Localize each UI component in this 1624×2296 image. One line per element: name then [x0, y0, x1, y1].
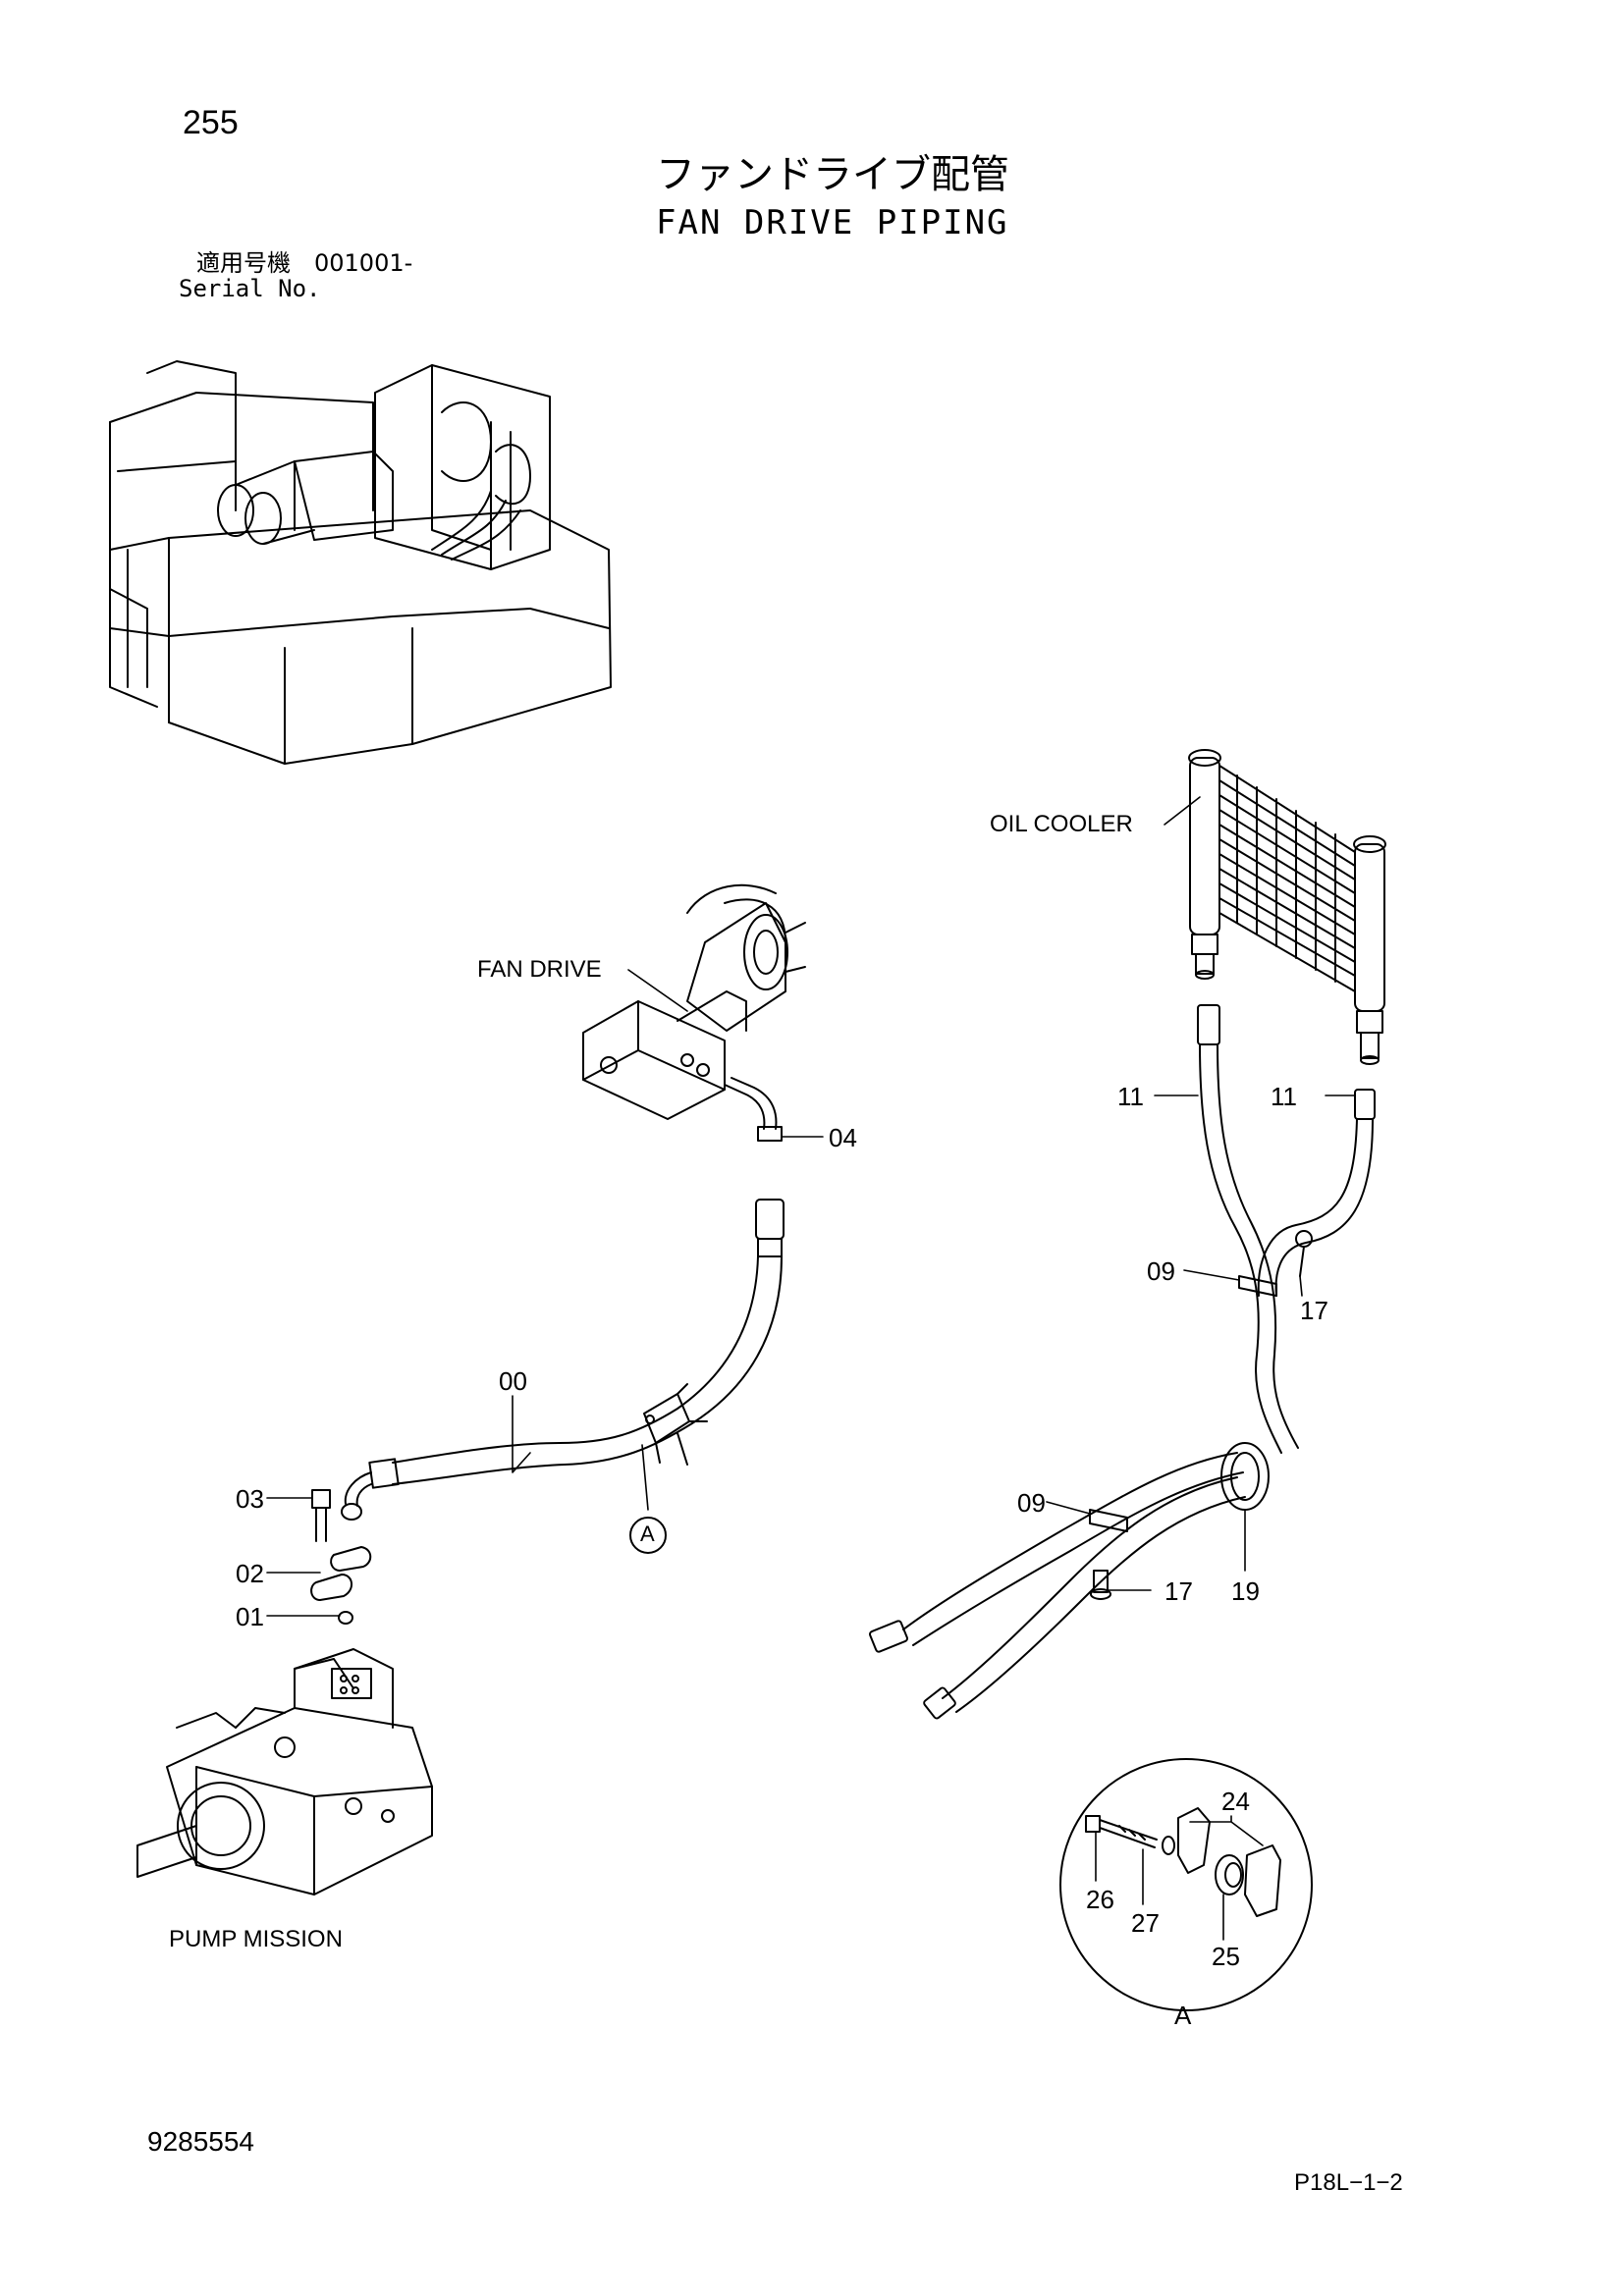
- oil-cooler-label: OIL COOLER: [990, 811, 1133, 837]
- detail-a-label: A: [1174, 2001, 1192, 2030]
- document-number: 9285554: [147, 2126, 255, 2157]
- detail-a-drawing: [1059, 1758, 1313, 2011]
- callout-09-upper: 09: [1147, 1256, 1175, 1286]
- sheet-code: P18L−1−2: [1294, 2169, 1403, 2196]
- page-title-japanese: ファンドライブ配管: [656, 152, 1009, 197]
- serial-number-label: Serial No.: [179, 275, 321, 302]
- callout-26: 26: [1086, 1885, 1114, 1914]
- fan-drive-label: FAN DRIVE: [477, 956, 602, 983]
- callout-11-left: 11: [1117, 1082, 1144, 1111]
- page-title: FAN DRIVE PIPING: [656, 203, 1009, 242]
- pump-mission-drawing: [136, 1648, 433, 1896]
- hose-00-drawing: [341, 1199, 785, 1521]
- callout-27: 27: [1131, 1908, 1160, 1938]
- callout-17-lower: 17: [1164, 1576, 1193, 1606]
- callout-01: 01: [236, 1602, 264, 1631]
- view-a-marker: [629, 1517, 667, 1554]
- callout-02: 02: [236, 1559, 264, 1588]
- callout-09-lower: 09: [1017, 1488, 1046, 1518]
- serial-applicability-japanese: 適用号機 001001-: [196, 249, 413, 277]
- leader-lines: [266, 796, 1356, 1941]
- callout-03: 03: [236, 1484, 264, 1514]
- page-number: 255: [183, 104, 239, 141]
- hoses-11-19-drawing: [869, 1004, 1376, 1720]
- oil-cooler-drawing: [1188, 749, 1386, 1065]
- view-a-marker-label: A: [640, 1522, 655, 1546]
- machine-overview-drawing: [109, 360, 612, 765]
- flange-parts-drawing: [310, 1489, 372, 1625]
- callout-25: 25: [1212, 1942, 1240, 1971]
- callout-19: 19: [1231, 1576, 1260, 1606]
- callout-17-upper: 17: [1300, 1296, 1328, 1325]
- fan-drive-drawing: [582, 883, 806, 1142]
- callout-00: 00: [499, 1366, 527, 1396]
- callout-11-right: 11: [1271, 1082, 1297, 1111]
- callout-24: 24: [1221, 1787, 1250, 1816]
- callout-04: 04: [829, 1123, 857, 1152]
- pump-mission-label: PUMP MISSION: [169, 1926, 343, 1952]
